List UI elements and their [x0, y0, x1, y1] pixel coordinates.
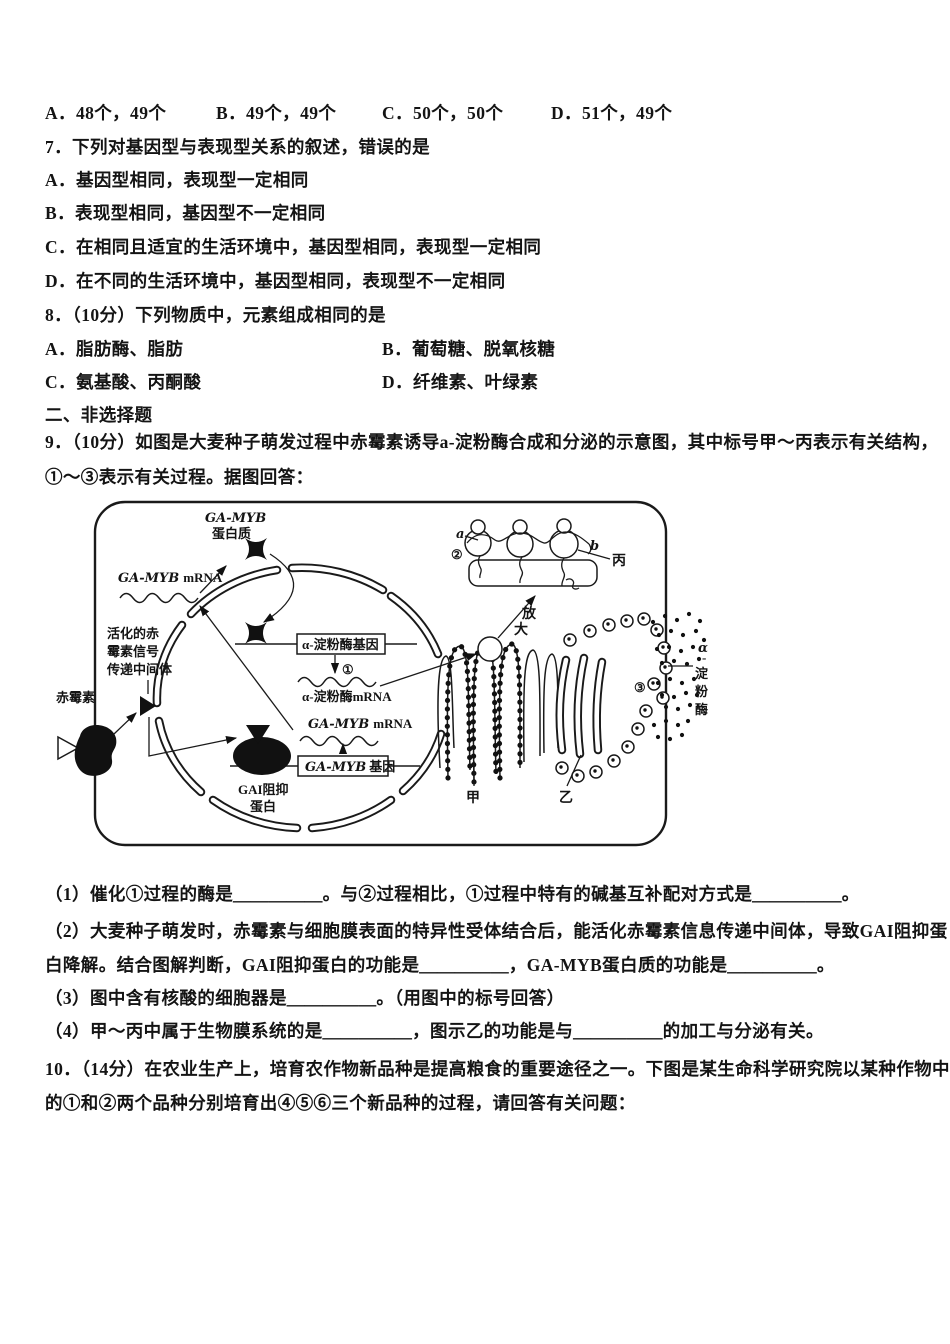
- rough-er: [437, 639, 559, 785]
- q10-stem-line1: 10．（14分）在农业生产上，培育农作物新品种是提高粮食的重要途径之一。下图是某…: [45, 1059, 950, 1079]
- inset-a-label: a: [456, 527, 464, 542]
- magnify-arrow: [497, 595, 536, 639]
- ga-myb-mrna-nuc-wave: [299, 735, 379, 747]
- ga-myb-gene-box: [297, 755, 389, 777]
- inset-b-label: b: [590, 539, 599, 554]
- secreted-enzyme-label: α - 淀 粉 酶: [695, 641, 709, 717]
- q7-option-d: D．在不同的生活环境中，基因型相同，表现型不一定相同: [45, 271, 506, 291]
- protein-import-arrow: [263, 553, 295, 623]
- inset-mrna-thread: [466, 531, 590, 545]
- q10-stem-line2: 的①和②两个品种分别培育出④⑤⑥三个新品种的过程，请回答有关问题：: [45, 1093, 636, 1113]
- a-pointer: [464, 535, 479, 541]
- secretory-vesicles: [555, 612, 673, 783]
- q7-option-b: B．表现型相同，基因型不一定相同: [45, 203, 326, 223]
- ga-myb-protein-bound-icon: [245, 622, 267, 644]
- nuclear-envelope: [152, 563, 446, 833]
- magnified-region-circle: [477, 636, 503, 662]
- ribosome-small-1: [470, 519, 486, 535]
- activated-intermediate-icon: [140, 696, 156, 716]
- polypeptide-curl: [565, 578, 580, 590]
- step3-label: ③: [634, 680, 646, 695]
- q9-sub3: （3）图中含有核酸的细胞器是＿＿＿＿＿。（用图中的标号回答）: [45, 988, 565, 1008]
- q8-option-b: B．葡萄糖、脱氧核糖: [382, 339, 556, 359]
- q8-option-d: D．纤维素、叶绿素: [382, 372, 539, 392]
- q8-option-a: A．脂肪酶、脂肪: [45, 339, 184, 359]
- ga-myb-protein-icon: [245, 538, 267, 560]
- q9-sub1: （1）催化①过程的酶是＿＿＿＿＿。与②过程相比，①过程中特有的碱基互补配对方式是…: [45, 884, 860, 904]
- q6-option-b: B．49个，49个: [216, 103, 337, 123]
- step1-label: ①: [342, 662, 354, 677]
- q8-stem: 8．（10分）下列物质中，元素组成相同的是: [45, 305, 386, 325]
- translation-arrow: [199, 565, 227, 594]
- jia-label: 甲: [466, 790, 480, 806]
- gai-label-2: 蛋白: [250, 799, 276, 814]
- activated-intermediate-label: 活化的赤 霉素信号 传递中间体: [106, 626, 173, 694]
- q9-sub2b: 白降解。结合图解判断，GAI阻抑蛋白的功能是＿＿＿＿＿，GA-MYB蛋白质的功能…: [45, 955, 835, 975]
- section-header: 二、非选择题: [45, 405, 153, 425]
- signal-to-gai-arrow: [148, 717, 238, 757]
- svg-text:活化的赤: 活化的赤: [107, 626, 159, 641]
- magnify-label-1: 放: [521, 605, 537, 622]
- q6-option-a: A．48个，49个: [45, 103, 167, 123]
- yi-label: 乙: [559, 790, 573, 806]
- secreted-enzyme-dots: [650, 611, 707, 742]
- bing-label: 丙: [612, 553, 626, 569]
- q7-option-a: A．基因型相同，表现型一定相同: [45, 170, 309, 190]
- golgi: [555, 653, 607, 759]
- step2-label: ②: [451, 547, 463, 562]
- ga-myb-protein-label-en: GA-MYB: [205, 511, 266, 526]
- gibberellin-label: 赤霉素: [56, 690, 95, 705]
- gai-degradation-icon: [246, 725, 270, 744]
- inset-membrane: [468, 559, 598, 587]
- q6-option-c: C．50个，50个: [382, 103, 504, 123]
- receptor-icon: [74, 724, 117, 776]
- svg-text:淀: 淀: [695, 666, 709, 681]
- svg-text:酶: 酶: [695, 702, 708, 717]
- q9-sub2a: （2）大麦种子萌发时，赤霉素与细胞膜表面的特异性受体结合后，能活化赤霉素信息传递…: [45, 921, 948, 941]
- amylase-gene-box: [296, 633, 386, 655]
- q9-stem-line1: 9．（10分）如图是大麦种子萌发过程中赤霉素诱导a-淀粉酶合成和分泌的示意图，其…: [45, 432, 939, 452]
- magnify-label-2: 大: [514, 621, 528, 638]
- svg-text:粉: 粉: [695, 684, 708, 699]
- q7-option-c: C．在相同且适宜的生活环境中，基因型相同，表现型一定相同: [45, 237, 542, 257]
- svg-text:-: -: [702, 650, 706, 665]
- ribosome-small-3: [556, 518, 572, 534]
- mrna-to-er-arrow: [379, 653, 478, 687]
- polypeptide-3: [561, 557, 566, 587]
- q6-option-d: D．51个，49个: [551, 103, 673, 123]
- q9-stem-line2: ①～③表示有关过程。据图回答：: [45, 467, 314, 487]
- ga-myb-mrna-cyto-wave: [119, 592, 199, 604]
- gibberellin-molecule-icon: [57, 735, 80, 761]
- q7-stem: 7．下列对基因型与表现型关系的叙述，错误的是: [45, 137, 431, 157]
- gai-repressor-icon: [233, 737, 291, 775]
- amylase-mrna-label: α-淀粉酶mRNA: [302, 689, 392, 704]
- bing-pointer: [577, 549, 611, 560]
- q8-option-c: C．氨基酸、丙酮酸: [45, 372, 202, 392]
- svg-text:α: α: [698, 641, 708, 656]
- gai-label-1: GAI阻抑: [238, 782, 289, 797]
- mrna-export-arrow: [199, 605, 294, 731]
- polypeptide-1: [477, 555, 482, 579]
- polysome-inset: a b ② 丙: [451, 518, 626, 590]
- polypeptide-2: [519, 556, 524, 584]
- yi-pointer: [566, 754, 582, 787]
- ga-myb-protein-label-cn: 蛋白质: [212, 526, 251, 541]
- amylase-gene-label: α-淀粉酶基因: [302, 637, 379, 652]
- amylase-mrna-wave: [297, 676, 377, 688]
- q9-sub4: （4）甲～丙中属于生物膜系统的是＿＿＿＿＿，图示乙的功能是与＿＿＿＿＿的加工与分…: [45, 1021, 824, 1041]
- svg-text:霉素信号: 霉素信号: [107, 644, 159, 659]
- receptor-activation-arrow: [113, 712, 137, 735]
- svg-text:传递中间体: 传递中间体: [106, 662, 173, 677]
- ribosome-small-2: [512, 519, 528, 535]
